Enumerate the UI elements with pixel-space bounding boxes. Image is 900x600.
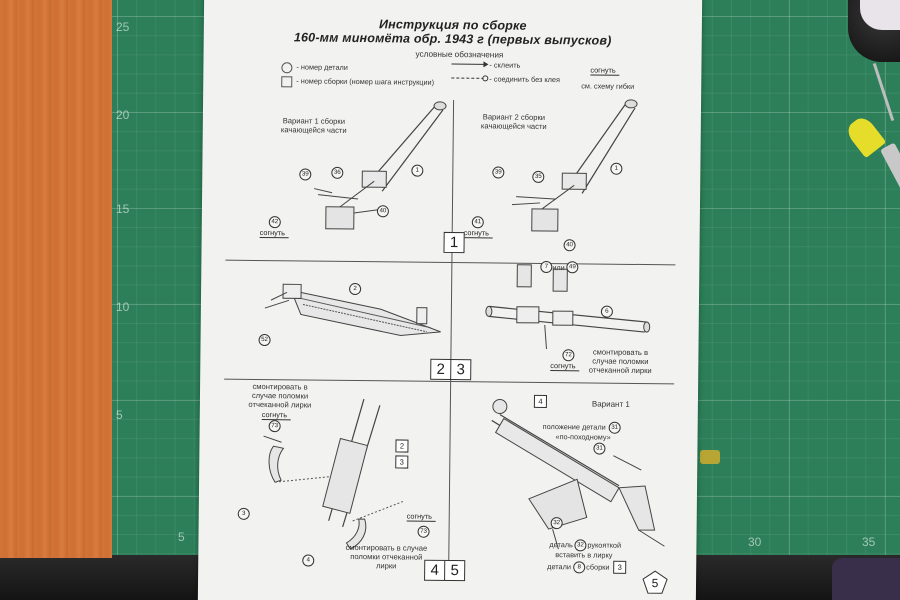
step23-box-number-2: 2 xyxy=(436,360,446,378)
mat-number-bottom-2: 30 xyxy=(748,535,762,549)
wooden-surface xyxy=(0,0,112,558)
step45-box-number-4: 4 xyxy=(430,561,439,579)
step23-box-number-3: 3 xyxy=(450,360,471,380)
step1-right-bend: согнуть xyxy=(463,228,494,239)
step4-part-3: 3 xyxy=(237,507,250,520)
step3-part-72: 72 xyxy=(562,349,575,362)
mat-number-left-3: 15 xyxy=(116,202,130,216)
mat-number-left-4: 10 xyxy=(116,300,130,314)
step1-box: 1 xyxy=(443,231,465,254)
legend-assembly-number: - номер сборки (номер шага инструкции) xyxy=(296,76,435,87)
step3-mount-note: смонтировать в случае поломки отчеканной… xyxy=(588,347,652,376)
step3-or-label: или xyxy=(552,263,565,273)
legend-part-number: - номер детали xyxy=(296,62,348,72)
step2-mortar-frame-drawing xyxy=(264,283,441,336)
legend-glue-arrow-icon xyxy=(451,61,489,68)
step2-part-52: 52 xyxy=(258,333,271,347)
step5-detail-a-text: рукояткой xyxy=(587,540,622,550)
step5-detail-c: детали xyxy=(547,562,571,572)
step4-part-73-top: 73 xyxy=(268,420,281,433)
step3-part-6: 6 xyxy=(600,305,613,318)
legend-bend-scheme: см. схему гибки xyxy=(581,81,635,91)
step1-left-part-39: 39 xyxy=(299,168,312,181)
step5-detail-b: вставить в лирку xyxy=(555,550,613,560)
step4-part-4: 4 xyxy=(302,554,315,567)
step5-detail-c-box: 3 xyxy=(613,560,627,574)
step5-part-31: 31 xyxy=(593,442,606,455)
step5-detail-c-part: 8 xyxy=(573,561,586,574)
step45-box-number-5: 5 xyxy=(444,560,465,581)
step1-right-part-1: 1 xyxy=(610,162,623,175)
cloth-corner xyxy=(832,558,900,600)
step4-assembly-2: 2 xyxy=(395,439,409,453)
step4-bend-bottom: согнуть xyxy=(406,511,437,522)
step1-left-part-40: 40 xyxy=(376,205,389,218)
step2-part-2: 2 xyxy=(349,282,362,296)
step1-right-part-41: 41 xyxy=(471,216,484,229)
step4-mount-note-bottom: смонтировать в случае поломки отчеканной… xyxy=(345,542,428,571)
step5-detail-a: деталь xyxy=(549,540,573,550)
step45-box: 4 5 xyxy=(424,559,466,582)
step5-position-note-a: положение детали xyxy=(542,421,606,432)
legend-join-arrow-icon xyxy=(451,75,489,82)
mat-number-left-1: 25 xyxy=(116,20,130,34)
step4-assembly-3: 3 xyxy=(395,455,409,469)
step23-box: 2 3 xyxy=(430,358,472,381)
step1-right-part-40: 40 xyxy=(563,239,576,252)
step3-part-7: 7 xyxy=(540,260,553,274)
mat-number-left-5: 5 xyxy=(116,408,123,422)
step3-part-49: 49 xyxy=(566,261,579,274)
step5-mortar-assembly-drawing xyxy=(491,399,665,550)
mat-number-left-2: 20 xyxy=(116,108,130,122)
step4-part-73-bottom: 73 xyxy=(417,525,430,538)
page-number: 5 xyxy=(651,576,659,591)
step4-bipod-drawing xyxy=(263,398,404,550)
step3-bend: согнуть xyxy=(550,361,580,372)
step3-barrel-drawing xyxy=(485,264,651,350)
step1-right-part-35: 35 xyxy=(532,170,545,183)
mat-number-bottom-3: 35 xyxy=(862,535,876,549)
instruction-sheet: Инструкция по сборке 160-мм миномёта обр… xyxy=(197,0,703,600)
step1-right-mortar-drawing xyxy=(511,99,638,232)
step1-left-mortar-drawing xyxy=(314,101,447,230)
step1-left-part-42: 42 xyxy=(268,216,281,229)
step5-position-note-b: «по-походному» xyxy=(555,432,611,442)
page-pentagon-icon xyxy=(642,570,668,594)
legend-bend: согнуть xyxy=(590,65,620,76)
mat-number-bottom-1: 5 xyxy=(178,530,185,544)
step1-left-bend: согнуть xyxy=(259,228,290,239)
tape-piece xyxy=(700,450,720,464)
step1-box-number: 1 xyxy=(449,233,459,252)
step5-part-32: 32 xyxy=(550,517,563,530)
legend-join-no-glue: - соединить без клея xyxy=(489,74,561,85)
legend-square-symbol xyxy=(281,76,293,88)
legend-glue: - склеить xyxy=(489,60,521,70)
step1-left-part-1: 1 xyxy=(411,164,424,177)
step1-left-part-36: 36 xyxy=(331,166,344,179)
step5-detail-c-text: сборки xyxy=(586,562,610,572)
step1-right-part-39: 39 xyxy=(492,166,505,179)
legend-circle-symbol xyxy=(281,62,293,74)
